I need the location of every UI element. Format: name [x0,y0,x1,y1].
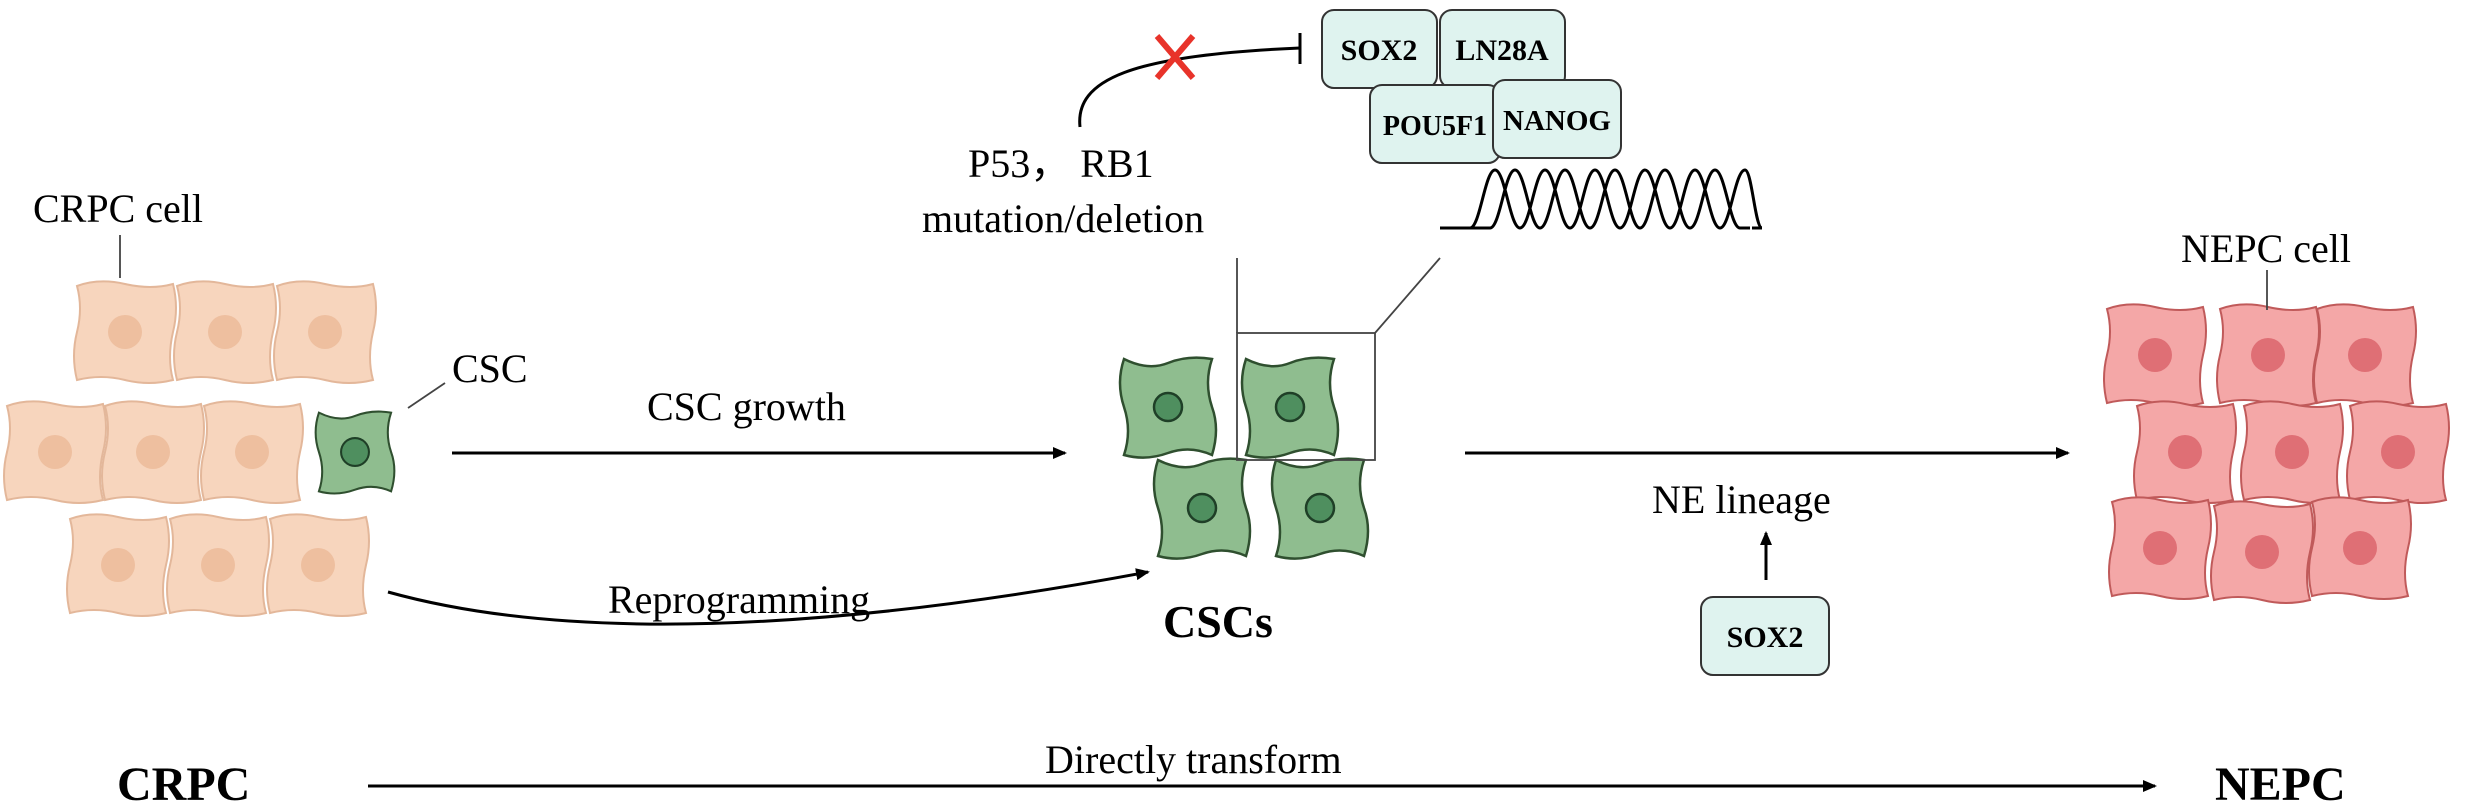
sox2-box-text: SOX2 [1727,621,1804,654]
crpc-cell-cluster [3,280,377,617]
tf-box-ln28a: LN28A [1439,9,1566,89]
cscs-label: CSCs [1163,596,1273,647]
ne-lineage-label: NE lineage [1652,477,1831,522]
crpc-label: CRPC [117,758,250,811]
zoom-line-right [1374,257,1441,334]
tf-pou5f1-text: POU5F1 [1383,111,1487,142]
tf-box-nanog: NANOG [1492,79,1622,159]
p53-rb1-label: P53， RB1 [968,141,1154,186]
csc-label: CSC [452,346,528,391]
mutation-deletion-label: mutation/deletion [922,196,1204,241]
blocked-x-icon [1154,34,1196,80]
csc-pointer [407,382,446,409]
tf-box-pou5f1: POU5F1 [1369,84,1501,164]
nepc-label: NEPC [2215,758,2346,811]
zoom-box [1236,332,1376,461]
csc-growth-label: CSC growth [647,384,846,429]
tf-sox2-text: SOX2 [1341,34,1418,67]
tf-nanog-text: NANOG [1503,105,1611,137]
reprogramming-arrow [387,568,1150,626]
directly-transform-label: Directly transform [1045,737,1342,782]
dna-helix-icon [1440,168,1764,230]
reprogramming-label: Reprogramming [608,577,870,622]
inhibition-arc [1078,46,1301,128]
sox2-box: SOX2 [1700,596,1830,676]
csc-cluster [1118,356,1370,560]
single-csc-cell [314,410,396,495]
crpc-cell-label: CRPC cell [33,186,203,231]
tf-box-sox2: SOX2 [1321,9,1438,89]
nepc-cell-label: NEPC cell [2181,226,2351,271]
tf-ln28a-text: LN28A [1455,34,1549,67]
nepc-cell-cluster [2103,303,2450,604]
